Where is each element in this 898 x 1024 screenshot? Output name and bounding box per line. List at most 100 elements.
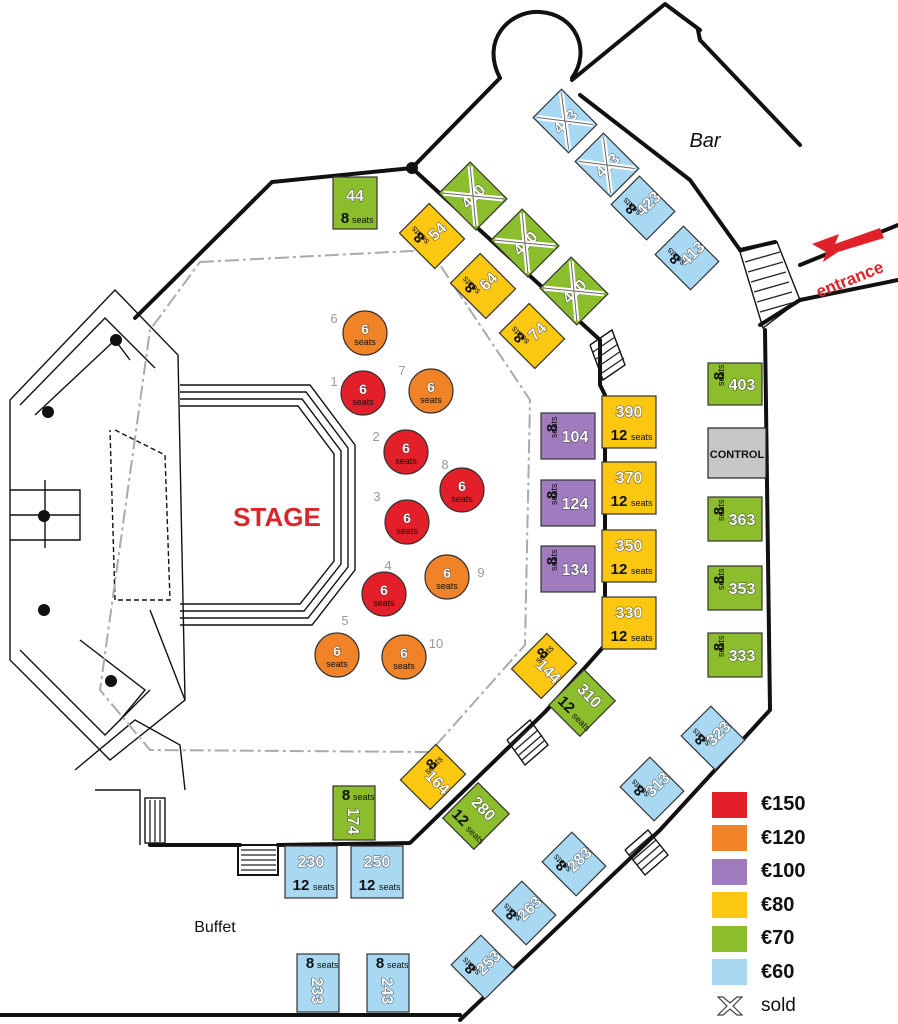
table-370-seats-text: seats [631,498,653,508]
table-433[interactable]: 433 [574,132,640,198]
table-420[interactable]: 420 [438,161,508,231]
table-10-shape [381,634,427,680]
legend-row-100: €100 [712,855,892,889]
table-230-number: 230 [298,854,325,871]
table-9-seats-text: seats [436,581,458,591]
table-363-seats-text: seats [716,499,726,521]
table-7-number: 7 [398,363,405,378]
table-253-shape [450,934,516,1000]
table-9-seat-count: 6 [443,565,451,581]
table-423-shape [610,175,676,241]
table-390-seat-count: 12 [611,427,628,444]
table-350-seat-count: 12 [611,561,628,578]
table-7-seats-text: seats [420,395,442,405]
table-2-seats-text: seats [395,456,417,466]
table-243-seat-count: 8 [376,955,384,972]
table-54-shape [398,202,466,270]
table-250-shape [350,845,404,899]
table-8-seat-count: 6 [458,478,466,494]
table-323-shape [680,705,746,771]
stage-outline [180,384,356,626]
sold-cross-icon [544,261,604,321]
table-7-shape [408,368,454,414]
legend-swatch-60 [712,959,747,986]
sold-cross-icon [579,137,635,193]
table-443[interactable]: 443 [532,88,598,154]
table-233-seat-count: 8 [306,955,314,972]
table-230-shape [284,845,338,899]
legend-swatch-70 [712,925,747,952]
table-243-seats-text: seats [387,960,409,970]
table-390-number: 390 [616,404,643,421]
table-363-shape [707,496,763,542]
table-2-seat-count: 6 [402,440,410,456]
sold-cross-icon [495,213,555,273]
sold-cross-icon [712,993,747,1019]
legend-swatch-150 [712,791,747,818]
table-104-seat-count: 8 [544,424,561,432]
table-9-shape [424,554,470,600]
table-7-seat-count: 6 [427,379,435,395]
stage-label: STAGE [233,502,321,532]
table-10-seats-text: seats [393,661,415,671]
stairs-right-corridor [624,828,669,877]
legend-row-70: €70 [712,922,892,956]
table-333-seat-count: 8 [711,643,728,651]
left-structure [9,288,186,845]
legend-row-120: €120 [712,822,892,856]
legend-price-70: €70 [761,927,795,950]
table-1-seat-count: 6 [359,381,367,397]
table-104-number: 104 [562,429,589,446]
table-283-shape [541,831,607,897]
table-330-seat-count: 12 [611,628,628,645]
legend-price-150: €150 [761,793,806,816]
table-10-seat-count: 6 [400,645,408,661]
table-144-shape [510,632,578,700]
table-400[interactable]: 400 [539,256,609,326]
table-410[interactable]: 410 [490,208,560,278]
table-390-seats-text: seats [631,432,653,442]
